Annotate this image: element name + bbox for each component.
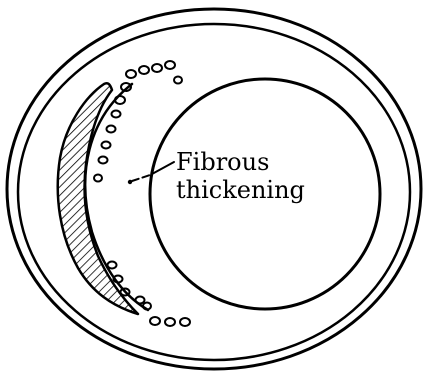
droplet-circle	[165, 318, 175, 326]
droplet-circle	[99, 157, 108, 164]
droplet-circle	[139, 66, 149, 74]
droplet-circle	[108, 262, 117, 269]
hatched-plaque	[58, 83, 138, 314]
droplet-circle	[165, 61, 175, 69]
droplet-circle	[107, 126, 116, 133]
droplet-circle	[102, 142, 111, 149]
droplet-circle	[152, 64, 162, 72]
droplet-circle	[126, 70, 136, 78]
droplet-circle	[112, 111, 121, 118]
droplet-circle	[136, 297, 145, 304]
droplet-circle	[94, 175, 102, 182]
label-line-2: thickening	[176, 176, 305, 204]
label-line-1: Fibrous	[176, 148, 269, 176]
droplet-circle	[174, 77, 182, 84]
droplet-circle	[150, 317, 160, 325]
droplet-circle	[180, 318, 190, 326]
leader-line	[132, 175, 150, 181]
